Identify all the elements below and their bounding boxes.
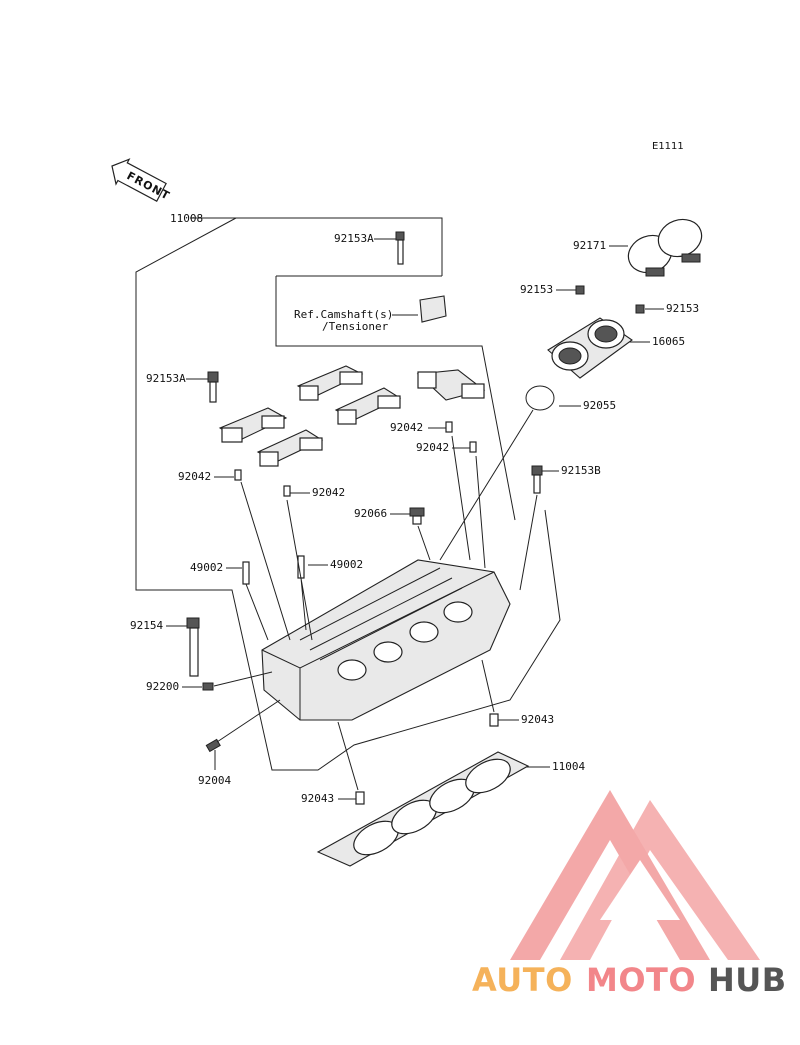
label-11004: 11004 — [552, 760, 585, 773]
bolt-92153A-left — [207, 371, 219, 403]
wordmark-auto: AUTO — [472, 961, 573, 999]
camshaft-cap-4 — [334, 387, 402, 425]
dowel-92042-mid2 — [469, 441, 477, 453]
label-92066: 92066 — [354, 507, 387, 520]
label-49002-right: 49002 — [330, 558, 363, 571]
tensioner-bracket — [419, 295, 447, 323]
bolt-92153-right — [635, 304, 645, 314]
o-ring-92055 — [525, 385, 555, 411]
intake-holder-16065 — [547, 317, 633, 379]
plug-92200 — [202, 682, 214, 691]
dowel-92042-left — [234, 469, 242, 481]
wordmark-hub: HUB — [708, 961, 787, 999]
camshaft-cap-2 — [256, 429, 324, 467]
automotohub-wordmark: AUTO MOTO HUB — [472, 961, 787, 999]
label-92043-right: 92043 — [521, 713, 554, 726]
label-92043-lower: 92043 — [301, 792, 334, 805]
label-92171: 92171 — [573, 239, 606, 252]
dowel-92042-mid1 — [445, 421, 453, 433]
camshaft-cap-1 — [218, 407, 288, 443]
ref-note-line2: /Tensioner — [322, 320, 389, 333]
clamp-92171 — [627, 218, 703, 277]
bolt-92153A-top — [395, 231, 405, 265]
dowel-92043-right — [489, 713, 499, 727]
label-92153B: 92153B — [561, 464, 601, 477]
bolt-92153-left — [575, 285, 585, 295]
dowel-92042-lower — [283, 485, 291, 497]
automotohub-logo — [510, 790, 760, 960]
label-92042-mid2: 92042 — [416, 441, 449, 454]
label-92200: 92200 — [146, 680, 179, 693]
wordmark-moto: MOTO — [586, 961, 696, 999]
label-92042-left: 92042 — [178, 470, 211, 483]
label-11008: 11008 — [170, 212, 203, 225]
bolt-92154 — [186, 617, 200, 677]
bolt-92153B — [531, 465, 543, 494]
label-92042-lower: 92042 — [312, 486, 345, 499]
label-92153A-left: 92153A — [146, 372, 186, 385]
camshaft-cap-3 — [296, 365, 364, 401]
ref-note-line1: Ref.Camshaft(s) — [294, 308, 393, 321]
plug-92066 — [409, 507, 425, 525]
cylinder-head-11008 — [261, 559, 511, 721]
label-16065: 16065 — [652, 335, 685, 348]
front-arrow-icon: FRONT — [111, 158, 172, 203]
label-92153-left: 92153 — [520, 283, 553, 296]
head-gasket-11004 — [316, 751, 530, 867]
label-92153-right: 92153 — [666, 302, 699, 315]
diagram-code: E1111 — [652, 141, 684, 152]
label-92042-mid1: 92042 — [390, 421, 423, 434]
dowel-92043-lower — [355, 791, 365, 805]
label-49002-left: 49002 — [190, 561, 223, 574]
label-92055: 92055 — [583, 399, 616, 412]
label-92154: 92154 — [130, 619, 163, 632]
stud-92004 — [205, 738, 221, 753]
camshaft-cap-5 — [416, 369, 486, 401]
stud-49002-left — [242, 561, 250, 585]
label-92004: 92004 — [198, 774, 231, 787]
label-92153A-top: 92153A — [334, 232, 374, 245]
